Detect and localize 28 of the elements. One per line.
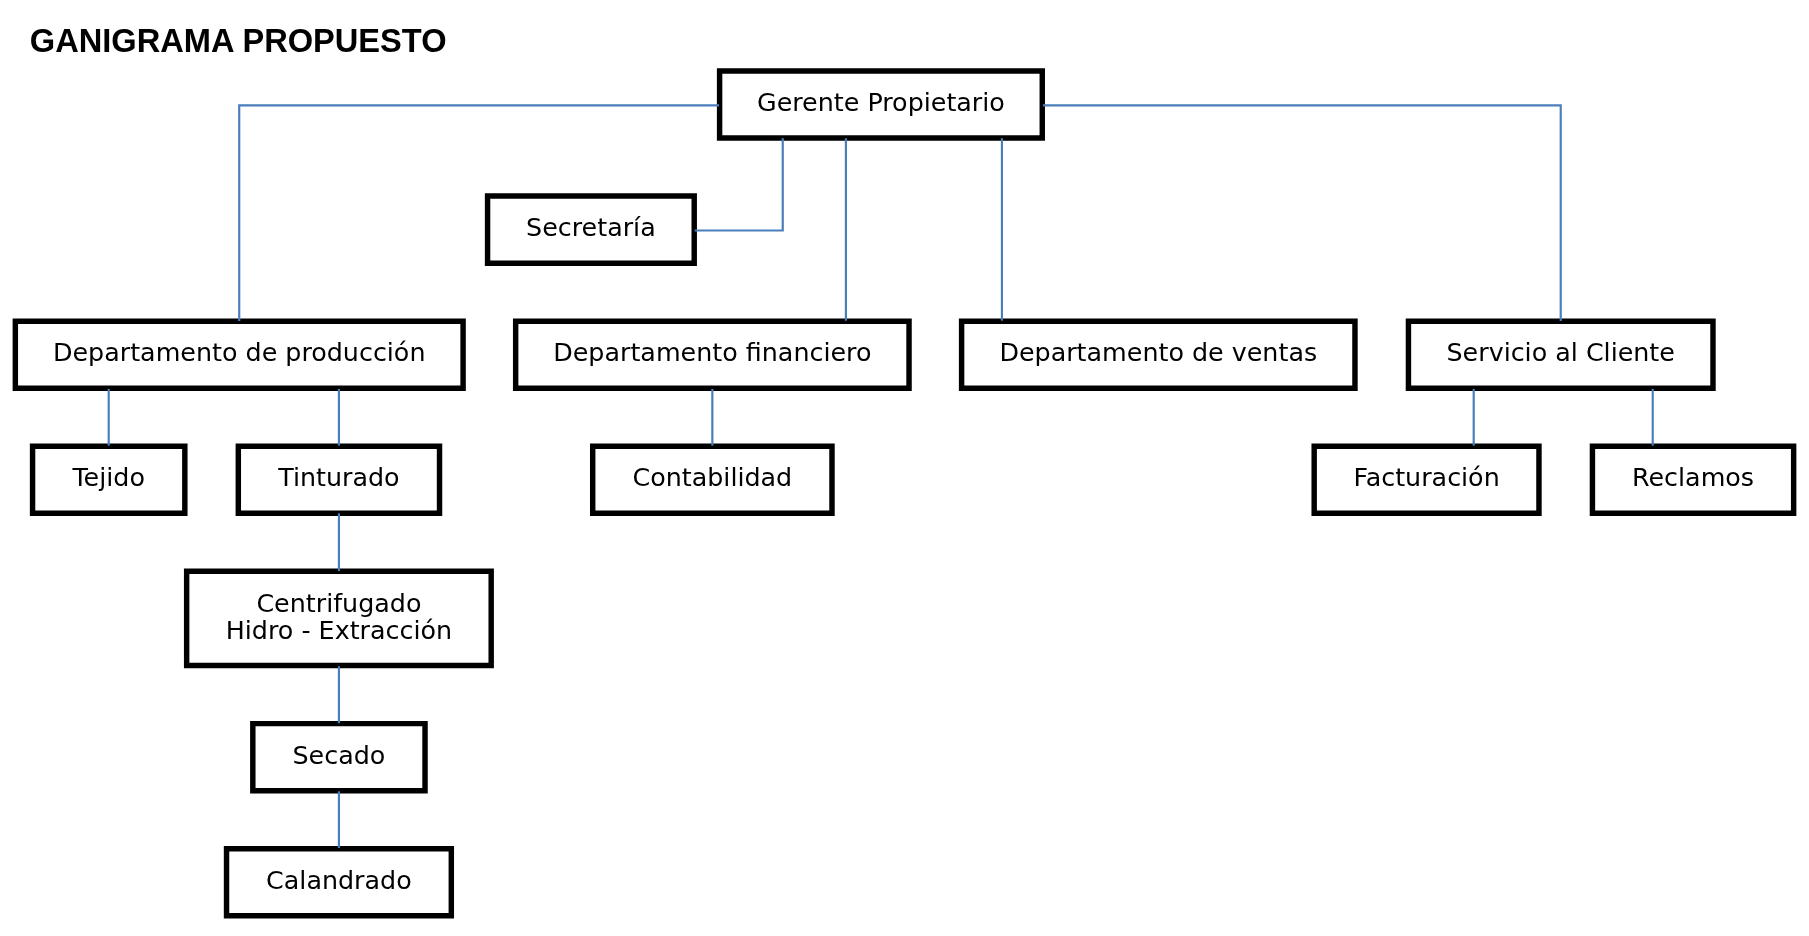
connector <box>337 666 340 724</box>
connector <box>694 138 784 232</box>
connector <box>1000 138 1004 321</box>
diagram-title: GANIGRAMA PROPUESTO <box>29 21 447 59</box>
connector <box>107 388 110 446</box>
connector <box>711 388 714 446</box>
node-box: Secado <box>250 720 428 794</box>
node-box: Departamento de ventas <box>958 318 1358 391</box>
node-box: Departamento financiero <box>512 318 912 391</box>
node-box: Servicio al Cliente <box>1405 318 1716 391</box>
connector <box>238 104 719 322</box>
connector <box>337 791 340 849</box>
node-box: Facturación <box>1311 443 1542 517</box>
node-box: Calandrado <box>223 845 455 919</box>
connector <box>1472 388 1475 446</box>
node-box: Centrifugado Hidro - Extracción <box>183 568 494 669</box>
connector <box>337 388 340 446</box>
node-box: Tinturado <box>235 443 443 517</box>
connector <box>844 138 847 321</box>
node-box: Departamento de producción <box>12 318 466 391</box>
connector <box>337 513 340 572</box>
node-box: Tejido <box>29 443 188 517</box>
connector <box>1042 104 1562 322</box>
node-box: Secretaría <box>484 193 697 266</box>
node-box: Gerente Propietario <box>716 68 1045 141</box>
connector <box>1651 388 1654 446</box>
node-box: Contabilidad <box>590 443 835 517</box>
node-box: Reclamos <box>1589 443 1797 517</box>
